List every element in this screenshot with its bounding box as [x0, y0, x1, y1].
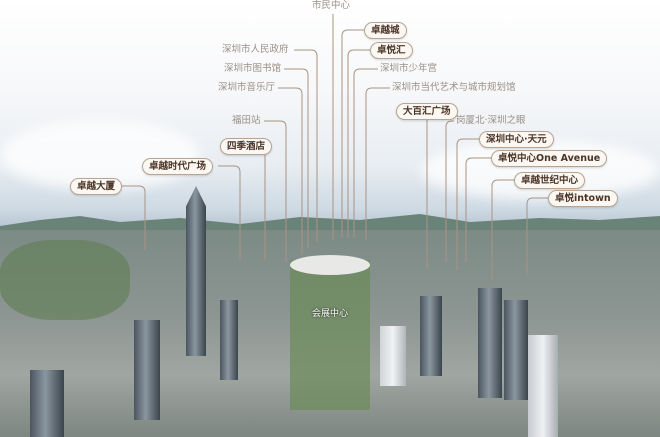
- label-concert-hall: 深圳市音乐厅: [218, 82, 276, 93]
- leader-line: [122, 185, 146, 250]
- leader-line: [445, 120, 454, 262]
- leader-line: [347, 49, 370, 238]
- building: [528, 335, 558, 437]
- pill-four-seasons: 四季酒店: [220, 138, 273, 155]
- pill-intown: 卓悦intown: [548, 190, 618, 207]
- building: [380, 326, 406, 386]
- leader-line: [294, 49, 318, 242]
- pill-one-avenue: 卓悦中心One Avenue: [491, 150, 608, 167]
- pill-dabaihui: 大百汇广场: [396, 103, 458, 120]
- leader-line: [353, 68, 378, 238]
- label-government: 深圳市人民政府: [222, 44, 289, 55]
- leader-line: [365, 87, 390, 240]
- leader-line: [341, 29, 364, 238]
- label-civic-center: 市民中心: [312, 0, 351, 11]
- label-gangxia: 岗厦北·深圳之眼: [456, 115, 526, 126]
- building: [134, 320, 160, 420]
- leader-line: [491, 179, 514, 280]
- civic-center-roof: [290, 255, 370, 275]
- label-moca: 深圳市当代艺术与城市规划馆: [392, 82, 516, 93]
- pill-times-square: 卓越时代广场: [142, 158, 214, 175]
- park-area: [0, 240, 130, 320]
- label-youth-palace: 深圳市少年宫: [380, 63, 438, 74]
- label-convention-center: 会展中心: [312, 309, 349, 319]
- leader-line: [526, 197, 548, 275]
- label-futian-station: 福田站: [232, 115, 261, 126]
- pill-century-center: 卓越世纪中心: [514, 172, 586, 189]
- pill-sz-center: 深圳中心·天元: [479, 131, 554, 148]
- leader-line: [284, 68, 309, 248]
- leader-line: [218, 165, 241, 260]
- ping-an-tower: [186, 186, 206, 356]
- leader-line: [264, 120, 287, 262]
- pill-zhuoyue-city: 卓越城: [364, 22, 407, 39]
- leader-line: [456, 138, 479, 270]
- leader-line: [465, 157, 491, 262]
- building: [504, 300, 528, 400]
- building: [30, 370, 64, 437]
- building: [478, 288, 502, 398]
- pill-zhuoyue-hui: 卓悦汇: [370, 42, 413, 59]
- pill-zhuoyue-tower: 卓越大厦: [70, 178, 123, 195]
- central-park: [290, 260, 370, 410]
- leader-line: [278, 87, 303, 255]
- building: [420, 296, 442, 376]
- building: [220, 300, 238, 380]
- label-library: 深圳市图书馆: [224, 63, 282, 74]
